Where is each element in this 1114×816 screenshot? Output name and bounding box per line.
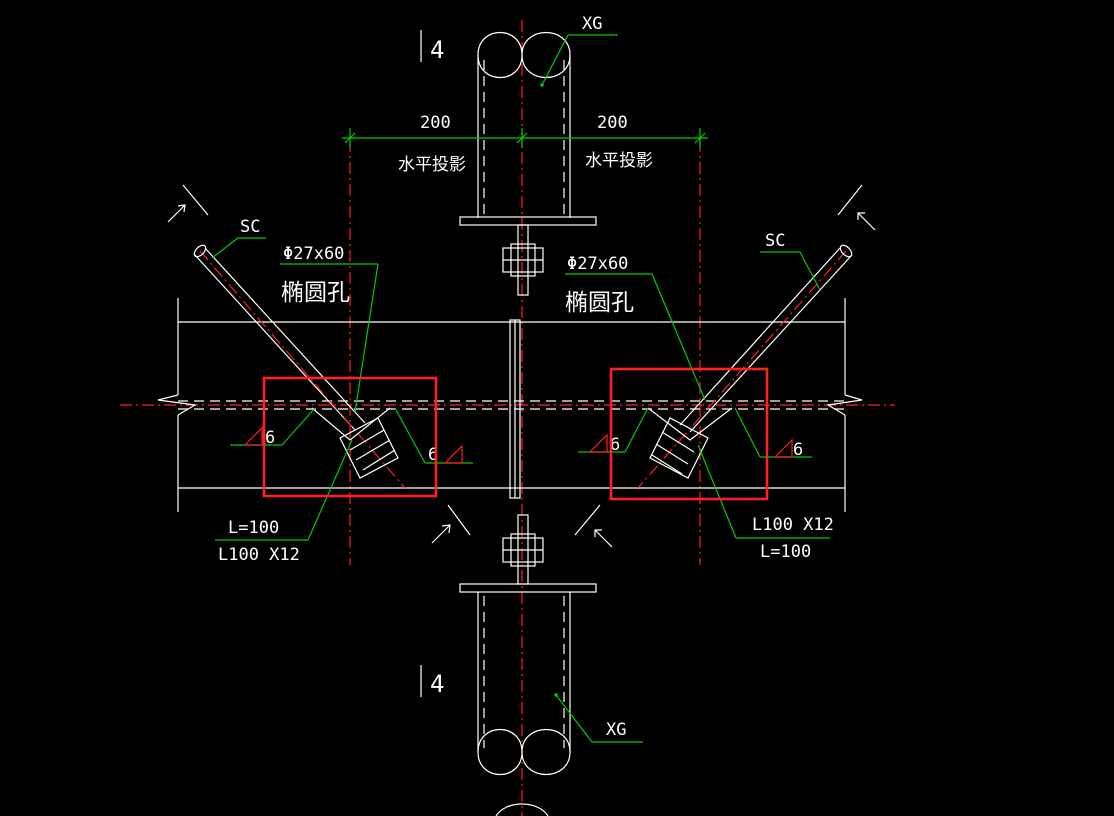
highlight-box-right [609, 367, 769, 501]
right-angle-connection [647, 407, 733, 479]
leader-lines [211, 34, 830, 743]
horizontal-beam [157, 298, 863, 512]
section-mark-top: 4 [420, 30, 444, 64]
dimension-right-note: 水平投影 [585, 151, 653, 171]
section-label-top: 4 [430, 36, 444, 64]
highlight-box-left [262, 376, 438, 498]
weld-size-right-1: 6 [610, 435, 620, 455]
angle-right-section: L100 X12 [752, 515, 834, 535]
bottom-base-plate [459, 583, 597, 593]
angle-left-length: L=100 [228, 518, 279, 538]
weld-size-left-2: 6 [428, 445, 438, 465]
dimension-left-note: 水平投影 [398, 155, 466, 175]
hole-left-type: 椭圆孔 [281, 280, 350, 306]
angle-right-length: L=100 [760, 542, 811, 562]
top-gusset-plate [502, 224, 544, 296]
bottom-gusset-plate [502, 514, 544, 585]
right-diagonal-brace [637, 244, 853, 489]
load-arrow-marks [167, 184, 876, 548]
leader-dot-xg-bottom [554, 693, 558, 697]
hole-left-size: Φ27x60 [283, 244, 344, 264]
weld-size-right-2: 6 [793, 440, 803, 460]
weld-symbols [243, 426, 793, 464]
section-mark-bottom: 4 [420, 665, 444, 698]
xg-top-label: XG [582, 14, 602, 34]
leader-dot-xg-top [540, 83, 544, 87]
dimension-left-value: 200 [420, 113, 451, 133]
top-base-plate [459, 216, 597, 226]
top-tube [477, 32, 571, 218]
hole-right-size: Φ27x60 [567, 254, 628, 274]
sc-left-label: SC [240, 217, 260, 237]
sc-right-label: SC [765, 231, 785, 251]
dimension-right-value: 200 [597, 113, 628, 133]
bottom-tube [477, 592, 571, 775]
left-diagonal-brace [193, 244, 406, 489]
next-tube-outline [495, 803, 549, 816]
section-label-bottom: 4 [430, 670, 444, 698]
center-lines [120, 20, 895, 816]
left-angle-connection [311, 407, 399, 479]
hole-right-type: 椭圆孔 [565, 290, 634, 316]
dimension-lines [342, 128, 708, 148]
weld-size-left-1: 6 [265, 428, 275, 448]
xg-bottom-label: XG [606, 720, 626, 740]
angle-left-section: L100 X12 [218, 545, 300, 565]
